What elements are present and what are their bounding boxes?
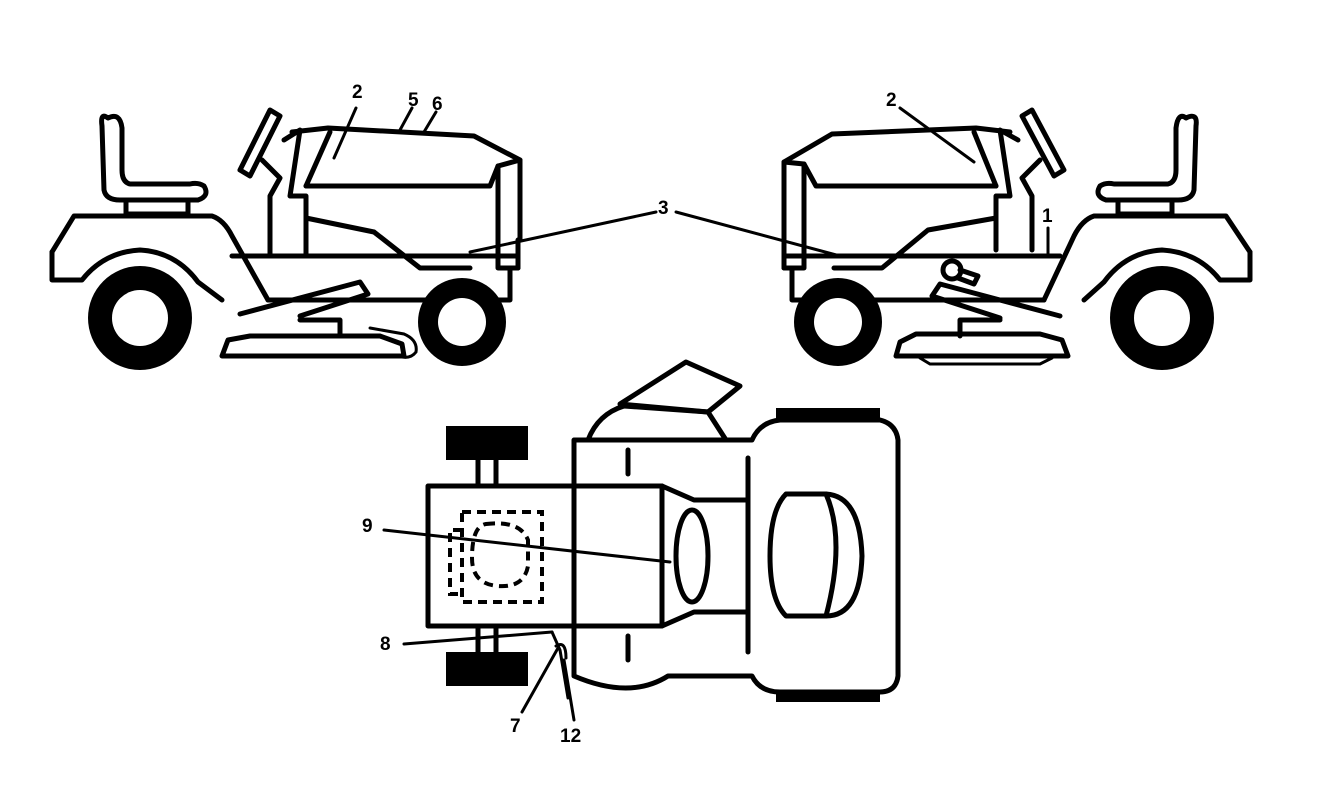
callout-1: 1: [1042, 206, 1053, 227]
top-steering-wheel: [673, 507, 711, 605]
callout-7: 7: [510, 716, 521, 737]
right-hood: [781, 125, 1013, 243]
callout-3: 3: [658, 198, 669, 219]
callout-2-left: 2: [352, 82, 363, 103]
left-steering-wheel: [237, 107, 283, 179]
top-view-mower: 9 8 7 12: [362, 359, 901, 747]
left-mower-deck: [219, 333, 407, 359]
right-seat: [1095, 113, 1199, 203]
callout-2-right: 2: [886, 90, 897, 111]
callout-12: 12: [560, 726, 581, 747]
left-hood: [289, 125, 523, 243]
callout-3-group: 3: [468, 198, 842, 258]
top-seat-outline: [460, 510, 544, 604]
left-rear-fender: [49, 213, 307, 303]
left-seat: [99, 113, 209, 203]
callout-5: 5: [408, 90, 419, 111]
top-front-bumper: [776, 408, 880, 422]
top-hood-vent: [767, 491, 865, 619]
right-steering-wheel: [1019, 107, 1067, 179]
top-rear-bumper: [776, 690, 880, 702]
right-side-view-mower: 2 1: [781, 90, 1253, 370]
right-rear-fender: [1001, 213, 1253, 303]
top-wheel-lower: [446, 652, 528, 686]
callout-6: 6: [432, 94, 443, 115]
right-mower-deck: [893, 331, 1071, 359]
top-body: [425, 483, 665, 629]
callout-9: 9: [362, 516, 373, 537]
top-wheel-upper: [446, 426, 528, 460]
callout-8: 8: [380, 634, 391, 655]
left-side-view-mower: 2 5 6: [49, 82, 523, 370]
